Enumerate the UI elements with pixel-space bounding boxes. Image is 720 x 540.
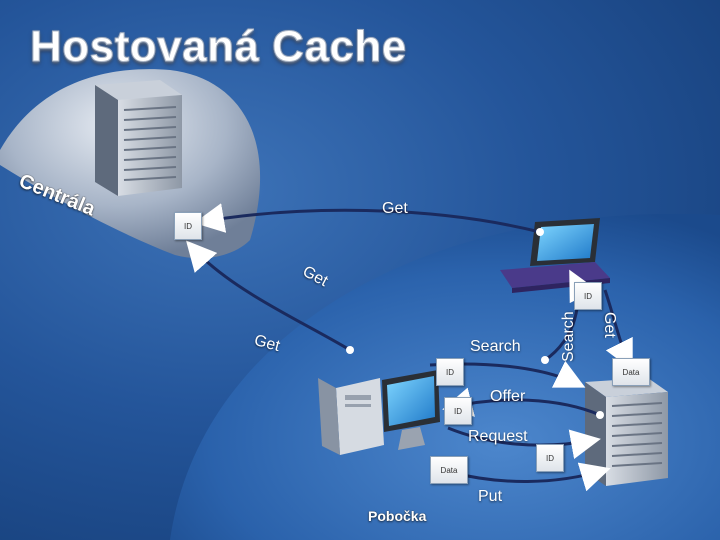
arrow-request [447, 426, 601, 460]
id-badge: ID [536, 444, 564, 472]
zone-label-branch: Pobočka [368, 508, 427, 524]
edge-label-put: Put [478, 488, 503, 505]
arrow-get-top [194, 203, 541, 234]
edge-label-offer: Offer [490, 388, 526, 405]
edge-label-search-horizontal: Search [470, 338, 521, 355]
edge-label-get-top: Get [382, 200, 408, 217]
data-badge: Data [612, 358, 650, 386]
arrow-get-mid [186, 240, 351, 352]
edge-label-request: Request [468, 428, 528, 445]
id-badge: ID [444, 397, 472, 425]
id-badge: ID [574, 282, 602, 310]
diagram-title: Hostovaná Cache [30, 22, 407, 72]
data-badge: Data [430, 456, 468, 484]
central-server-icon [95, 80, 182, 196]
id-badge: ID [436, 358, 464, 386]
edge-label-search-vertical: Search [560, 311, 577, 362]
branch-server-icon [585, 378, 668, 486]
edge-label-get-right: Get [601, 312, 618, 338]
desktop-pc-icon [318, 370, 440, 455]
laptop-icon [500, 218, 610, 293]
id-badge: ID [174, 212, 202, 240]
